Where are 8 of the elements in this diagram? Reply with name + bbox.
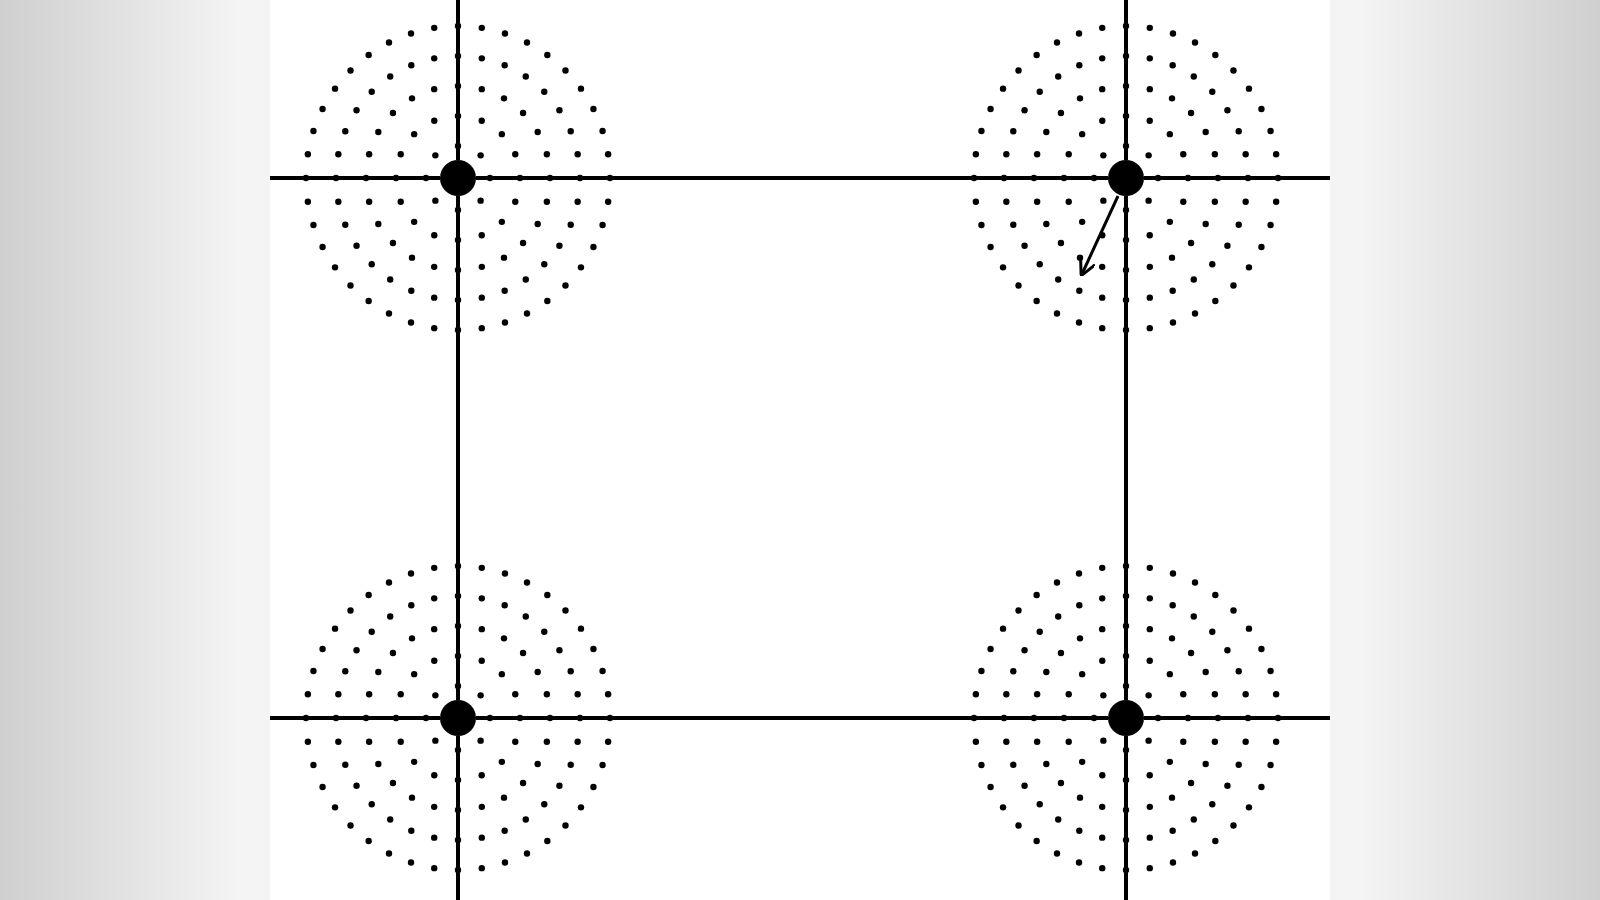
connecting-line xyxy=(1124,196,1128,700)
junction-dot xyxy=(1108,700,1144,736)
junction-dot xyxy=(440,700,476,736)
junction-dot xyxy=(440,160,476,196)
connecting-line xyxy=(476,716,1108,720)
connecting-line xyxy=(456,196,460,700)
junction-dot xyxy=(1108,160,1144,196)
connecting-line xyxy=(476,176,1108,180)
